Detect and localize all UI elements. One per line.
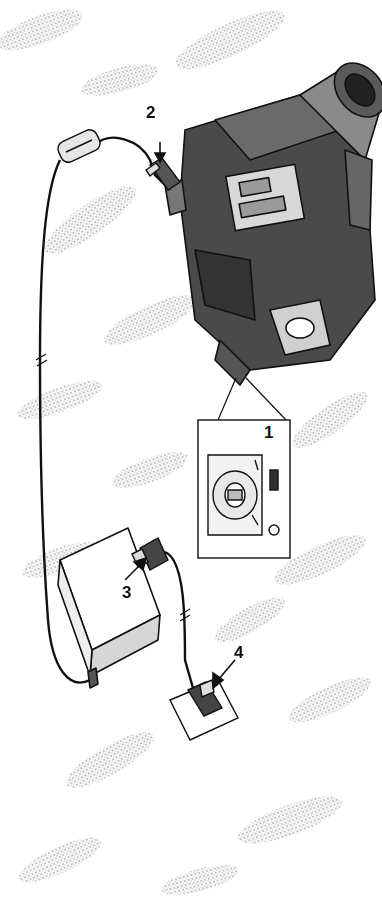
ac-cord bbox=[165, 552, 195, 695]
ferrite-core bbox=[55, 127, 102, 165]
direction-arrow bbox=[125, 142, 235, 688]
leader-line bbox=[218, 378, 286, 420]
callout-number: 4 bbox=[234, 644, 243, 661]
wall-outlet bbox=[170, 680, 238, 740]
inset-detail bbox=[198, 420, 290, 558]
dc-plug bbox=[146, 158, 180, 190]
camcorder bbox=[165, 53, 382, 385]
dc-cable bbox=[36, 138, 170, 683]
ac-connector bbox=[132, 538, 168, 570]
callout-number: 1 bbox=[264, 424, 273, 441]
callout-number: 2 bbox=[146, 104, 155, 121]
callout-number: 3 bbox=[122, 584, 131, 601]
